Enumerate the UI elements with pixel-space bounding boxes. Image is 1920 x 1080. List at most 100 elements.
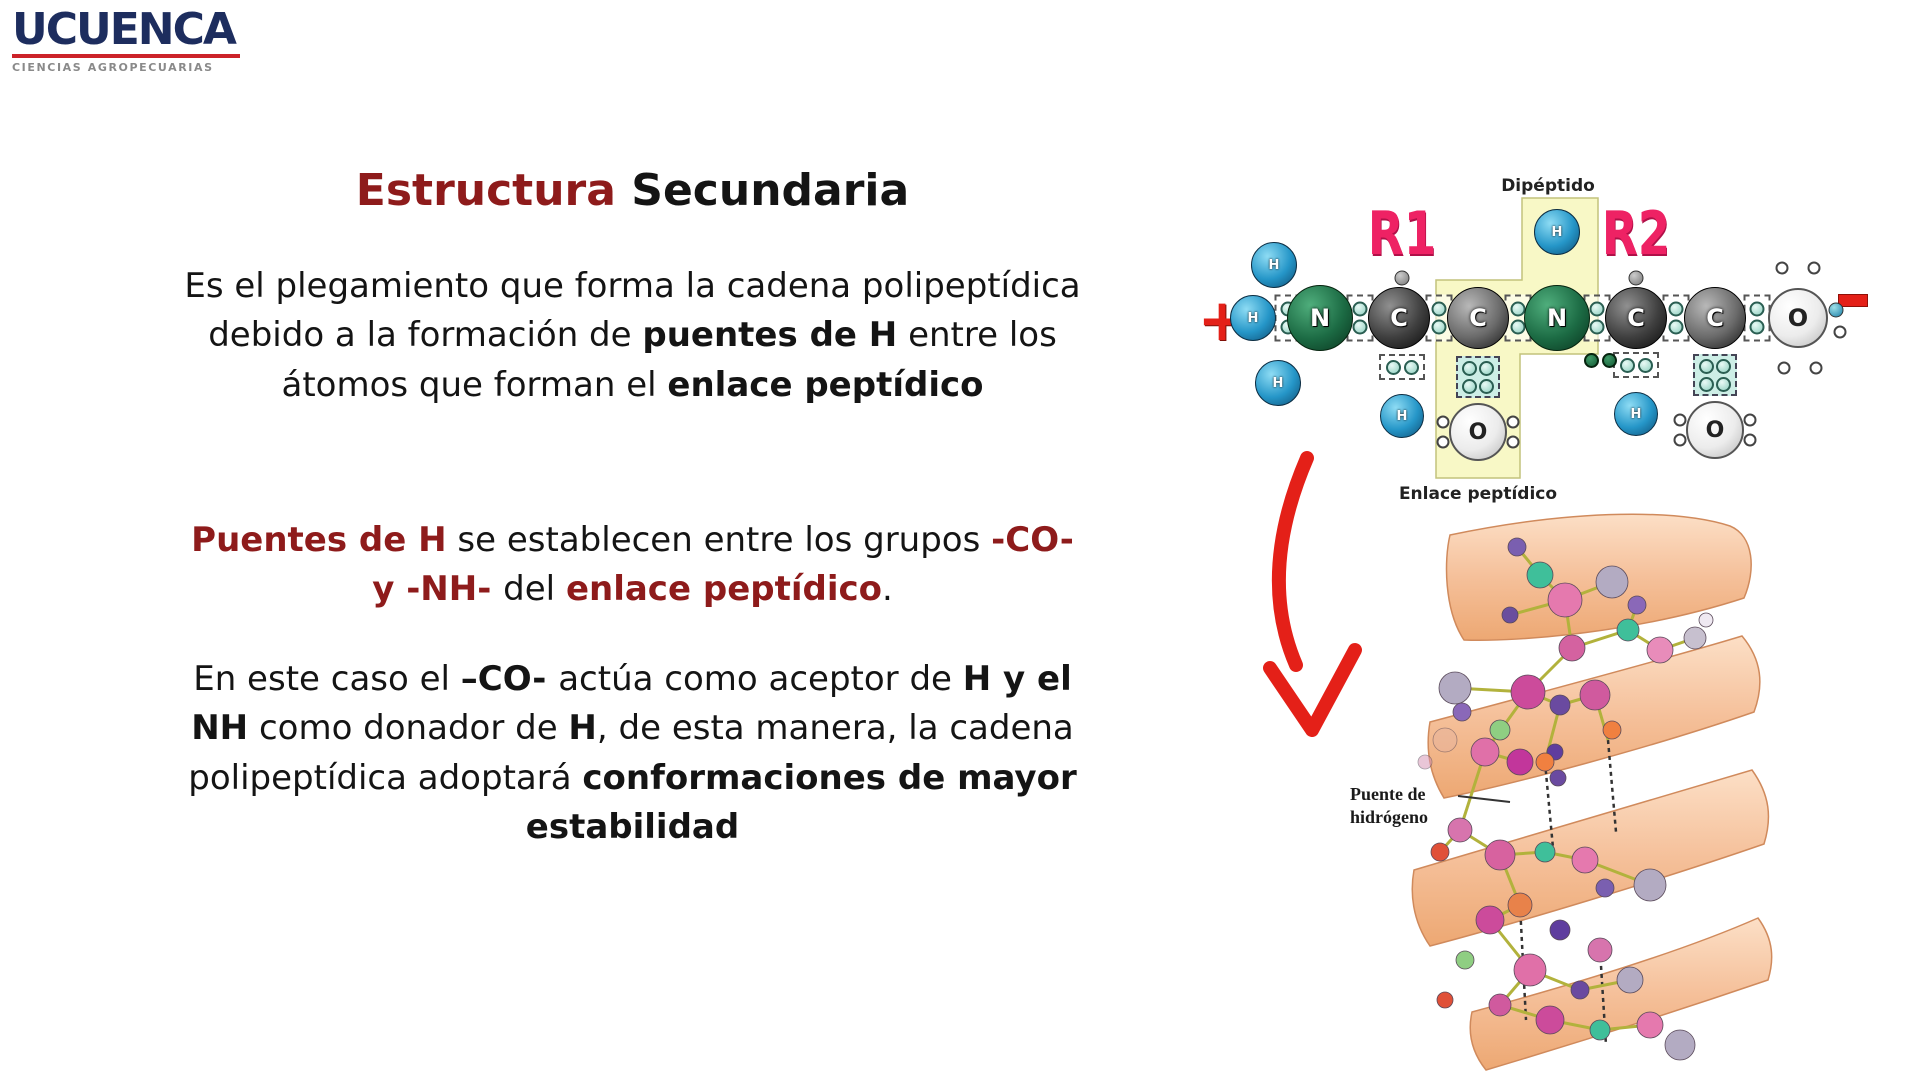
title-part-red: Estructura bbox=[355, 165, 616, 216]
electron bbox=[1716, 358, 1731, 374]
atom-O: O bbox=[1686, 401, 1744, 459]
electron bbox=[1668, 301, 1684, 317]
electron bbox=[1619, 357, 1635, 373]
electron-pair-box bbox=[1571, 349, 1611, 371]
electron bbox=[1352, 301, 1368, 317]
small-oxygen-orbital bbox=[1833, 325, 1847, 339]
atom-H: H bbox=[1251, 242, 1297, 288]
electron bbox=[1749, 319, 1765, 335]
text-line: En este caso el –CO- actúa como aceptor … bbox=[95, 655, 1170, 704]
title-part-black: Secundaria bbox=[615, 165, 910, 216]
small-oxygen-orbital bbox=[1436, 415, 1450, 429]
page-title: Estructura Secundaria bbox=[95, 165, 1170, 216]
text-segment: Puentes de H bbox=[191, 520, 447, 560]
small-oxygen-orbital bbox=[1807, 261, 1821, 275]
paragraph-definition: Es el plegamiento que forma la cadena po… bbox=[95, 262, 1170, 410]
atom-N: N bbox=[1287, 285, 1353, 351]
electron-pair-box bbox=[1379, 354, 1425, 380]
negative-charge-sign bbox=[1838, 294, 1868, 307]
text-segment: actúa como aceptor de bbox=[558, 659, 963, 699]
text-segment: enlace peptídico bbox=[667, 364, 984, 405]
r2-sidechain-label: R2 bbox=[1601, 199, 1671, 269]
electron bbox=[1385, 359, 1401, 375]
text-line: átomos que forman el enlace peptídico bbox=[95, 361, 1170, 410]
text-segment: NH bbox=[191, 708, 249, 749]
text-segment: debido a la formación de bbox=[208, 315, 643, 356]
electron bbox=[1699, 358, 1714, 374]
electron bbox=[1589, 319, 1605, 335]
atom-O: O bbox=[1449, 403, 1507, 461]
electron bbox=[1668, 319, 1684, 335]
text-segment: conformaciones de mayor bbox=[582, 757, 1077, 798]
double-bond-electron-box bbox=[1456, 356, 1500, 398]
logo-subtitle: CIENCIAS AGROPECUARIAS bbox=[12, 61, 214, 75]
atom-H: H bbox=[1614, 392, 1658, 436]
text-segment: puentes de H bbox=[642, 315, 898, 356]
atom-H: H bbox=[1380, 394, 1424, 438]
text-segment: y -NH- bbox=[372, 569, 504, 610]
text-segment: átomos que forman el bbox=[281, 364, 668, 405]
electron bbox=[1716, 376, 1731, 392]
text-segment: enlace peptídico bbox=[565, 569, 882, 610]
atom-H: H bbox=[1230, 295, 1276, 341]
small-oxygen-orbital bbox=[1506, 415, 1520, 429]
logo-underline bbox=[12, 54, 240, 59]
text-segment: entre los bbox=[897, 315, 1057, 356]
atom-H: H bbox=[1255, 360, 1301, 406]
atom-C: C bbox=[1605, 287, 1667, 349]
text-segment: como donador de bbox=[248, 708, 569, 749]
text-line: Puentes de H se establecen entre los gru… bbox=[95, 516, 1170, 565]
electron-pair-box bbox=[1743, 294, 1771, 342]
atom-N: N bbox=[1524, 285, 1590, 351]
electron bbox=[1431, 301, 1447, 317]
small-oxygen-orbital bbox=[1743, 413, 1757, 427]
text-line: estabilidad bbox=[95, 803, 1170, 852]
text-segment: . bbox=[882, 569, 893, 610]
hydrogen-bond-label-line1: Puente de bbox=[1350, 784, 1426, 804]
alpha-helix-illustration bbox=[1411, 513, 1773, 1071]
text-segment: H y el bbox=[962, 659, 1072, 699]
small-oxygen-orbital bbox=[1673, 413, 1687, 427]
text-segment: –CO- bbox=[460, 659, 559, 699]
text-line: debido a la formación de puentes de H en… bbox=[95, 311, 1170, 360]
small-oxygen-orbital bbox=[1775, 261, 1789, 275]
text-segment: polipeptídica adoptará bbox=[188, 757, 583, 798]
small-oxygen-orbital bbox=[1436, 435, 1450, 449]
electron bbox=[1479, 378, 1494, 394]
paragraph-aceptor-donador: En este caso el –CO- actúa como aceptor … bbox=[95, 655, 1170, 852]
electron bbox=[1601, 352, 1617, 368]
electron-pair-box bbox=[1589, 349, 1629, 371]
text-line: NH como donador de H, de esta manera, la… bbox=[95, 704, 1170, 753]
text-segment: , de esta manera, la cadena bbox=[596, 708, 1074, 749]
text-line: Es el plegamiento que forma la cadena po… bbox=[95, 262, 1170, 311]
electron bbox=[1462, 360, 1477, 376]
electron bbox=[1352, 319, 1368, 335]
electron bbox=[1589, 301, 1605, 317]
small-oxygen-orbital bbox=[1743, 433, 1757, 447]
r1-sidechain-label: R1 bbox=[1367, 199, 1437, 269]
atom-C: C bbox=[1447, 287, 1509, 349]
peptide-bond-label: Enlace peptídico bbox=[1398, 484, 1558, 504]
small-oxygen-orbital bbox=[1809, 361, 1823, 375]
atom-H: H bbox=[1534, 209, 1580, 255]
electron bbox=[1828, 302, 1844, 318]
text-line: y -NH- del enlace peptídico. bbox=[95, 565, 1170, 614]
text-segment: -CO- bbox=[991, 520, 1074, 560]
text-segment: estabilidad bbox=[525, 806, 740, 847]
electron bbox=[1462, 378, 1477, 394]
dipeptide-title-label: Dipéptido bbox=[1501, 176, 1595, 196]
text-segment: H bbox=[568, 708, 597, 749]
paragraph-puentes: Puentes de H se establecen entre los gru… bbox=[95, 516, 1170, 615]
double-bond-electron-box bbox=[1693, 354, 1737, 396]
university-logo: UCUENCA CIENCIAS AGROPECUARIAS bbox=[12, 5, 240, 75]
atom-C: C bbox=[1368, 287, 1430, 349]
electron bbox=[1699, 376, 1714, 392]
alpha-helix-figure: Puente de hidrógeno bbox=[1350, 500, 1780, 1080]
hydrogen-bond-label: Puente de hidrógeno bbox=[1350, 783, 1480, 830]
small-oxygen-orbital bbox=[1506, 435, 1520, 449]
atom-O: O bbox=[1768, 288, 1828, 348]
text-segment: En este caso el bbox=[193, 659, 461, 699]
electron bbox=[1749, 301, 1765, 317]
